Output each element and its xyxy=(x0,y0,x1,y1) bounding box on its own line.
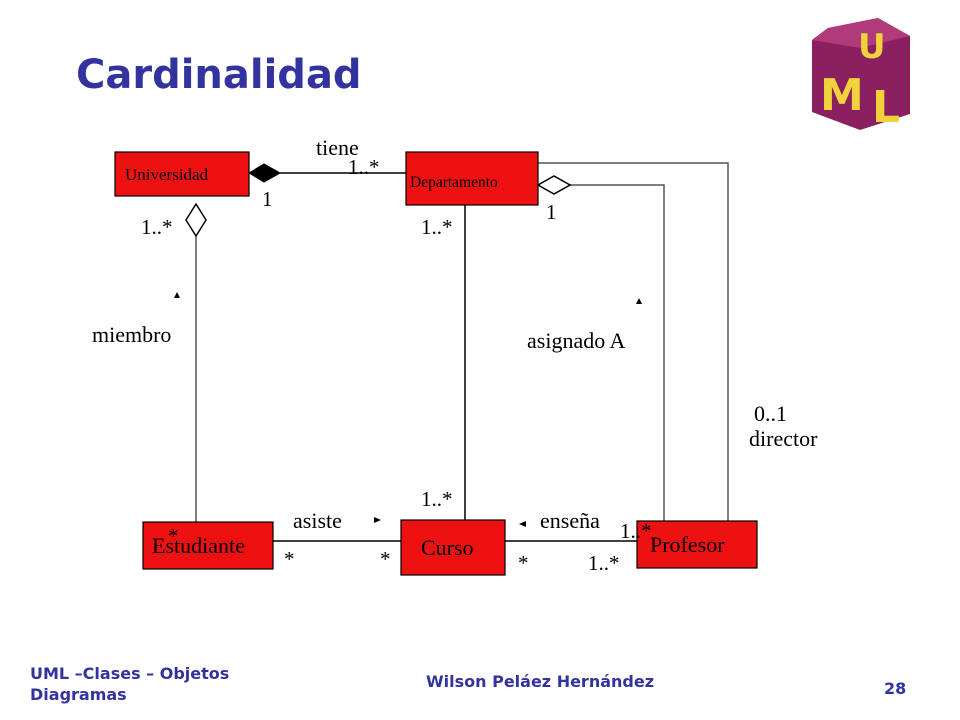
composition-diamond xyxy=(248,163,282,183)
ensena-direction-arrow xyxy=(519,521,526,527)
miembro-mult-estudiante: * xyxy=(168,524,179,548)
class-profesor[interactable]: Profesor xyxy=(636,520,758,569)
logo-cube xyxy=(812,18,910,130)
dept-curso-mult-departamento: 1..* xyxy=(421,215,453,239)
dept-curso-mult-curso: 1..* xyxy=(421,487,453,511)
asignado-mult-profesor: 1..* xyxy=(620,519,652,543)
asignado-mult-departamento: 1 xyxy=(546,200,557,224)
asiste-label: asiste xyxy=(293,508,342,533)
director-label: director xyxy=(749,426,818,451)
miembro-mult-universidad: 1..* xyxy=(141,215,173,239)
asiste-mult-estudiante: * xyxy=(284,547,295,571)
class-departamento[interactable]: Departamento xyxy=(405,151,539,206)
tiene-mult-universidad: 1 xyxy=(262,187,273,211)
director-line xyxy=(538,162,729,521)
asignado-line xyxy=(570,184,665,521)
slide-title: Cardinalidad xyxy=(76,52,362,98)
tiene-label: tiene xyxy=(316,135,359,160)
asiste-direction-arrow xyxy=(374,517,381,523)
ensena-mult-curso: * xyxy=(518,551,529,575)
asignado-direction-arrow xyxy=(636,298,642,304)
class-estudiante-label: Estudiante xyxy=(152,533,245,558)
class-curso-label: Curso xyxy=(421,535,474,560)
class-estudiante[interactable]: Estudiante xyxy=(142,521,274,570)
class-curso[interactable]: Curso xyxy=(400,519,506,576)
class-profesor-label: Profesor xyxy=(650,532,725,557)
uml-logo: U M L xyxy=(812,18,910,130)
ensena-mult-profesor: 1..* xyxy=(588,551,620,575)
logo-letter-m: M xyxy=(820,70,864,121)
asignado-label: asignado A xyxy=(527,328,625,353)
tiene-mult-departamento: 1..* xyxy=(348,155,380,179)
class-universidad-label: Universidad xyxy=(125,165,209,184)
class-universidad[interactable]: Universidad xyxy=(114,151,250,197)
logo-cube-top xyxy=(812,18,910,48)
miembro-label: miembro xyxy=(92,322,171,347)
ensena-label: enseña xyxy=(540,508,600,533)
class-departamento-label: Departamento xyxy=(410,174,498,191)
footer-author: Wilson Peláez Hernández xyxy=(426,672,655,691)
asiste-mult-curso: * xyxy=(380,547,391,571)
aggregation-diamond-universidad xyxy=(185,202,207,238)
footer-course-title: UML –Clases – Objetos Diagramas xyxy=(30,664,230,704)
logo-letter-l: L xyxy=(872,82,900,130)
director-mult: 0..1 xyxy=(754,401,787,426)
footer-page-number: 28 xyxy=(884,679,907,698)
aggregation-diamond-departamento xyxy=(536,175,572,195)
logo-letter-u: U xyxy=(858,27,886,67)
miembro-direction-arrow xyxy=(174,292,180,298)
